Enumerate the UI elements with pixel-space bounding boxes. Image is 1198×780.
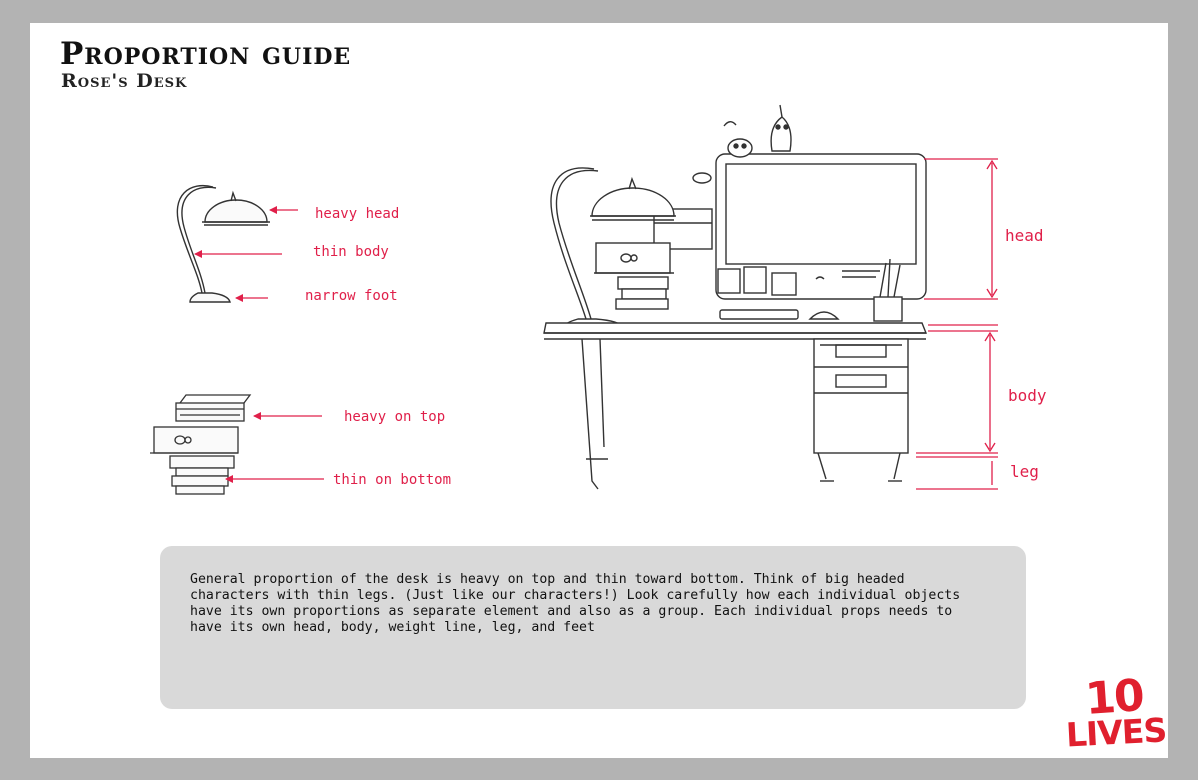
notes-box: General proportion of the desk is heavy … <box>160 546 1026 709</box>
heavy-head-label: heavy head <box>315 206 400 222</box>
body-dimension-label: body <box>1008 386 1047 405</box>
proportion-sketches <box>150 104 998 495</box>
narrow-foot-label: narrow foot <box>305 288 398 304</box>
thin-on-bottom-label: thin on bottom <box>333 472 452 488</box>
page-subtitle: Rose's Desk <box>61 70 188 92</box>
small-sketch-arrows <box>194 206 324 483</box>
desk-illustration <box>543 104 928 490</box>
desk-dimension-brackets <box>916 158 998 490</box>
head-dimension-label: head <box>1005 226 1044 245</box>
thin-body-label: thin body <box>313 244 389 260</box>
page-title: Proportion guide <box>60 36 352 72</box>
guide-sheet: Proportion guide Rose's Desk <box>30 23 1168 758</box>
logo-word: LIVES <box>1065 710 1168 755</box>
small-book-stack-sketch <box>150 394 252 495</box>
ten-lives-logo: 10 LIVES <box>1065 670 1168 755</box>
heavy-on-top-label: heavy on top <box>344 409 446 425</box>
leg-dimension-label: leg <box>1010 462 1039 481</box>
small-lamp-sketch <box>176 185 270 303</box>
notes-text: General proportion of the desk is heavy … <box>190 572 961 635</box>
